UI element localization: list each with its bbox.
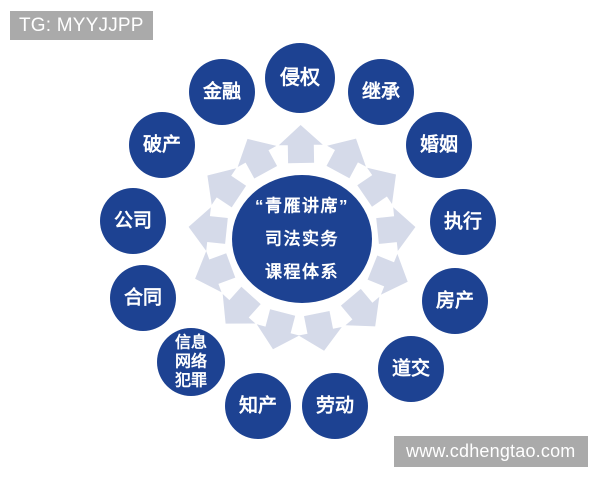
node-circle[interactable]: [348, 59, 414, 125]
node-label: 犯罪: [174, 371, 207, 390]
arrow-to-hetong: [195, 251, 236, 293]
arrow-to-gongsi: [188, 207, 228, 251]
node-laodong[interactable]: 劳动: [302, 373, 368, 439]
node-label: 网络: [175, 352, 207, 371]
node-circle[interactable]: [110, 265, 176, 331]
node-circle[interactable]: [265, 43, 335, 113]
node-circle[interactable]: [129, 112, 195, 178]
arrow-to-pochan: [207, 168, 247, 208]
node-label: 劳动: [316, 394, 354, 417]
node-label: 公司: [114, 210, 152, 232]
node-label: 信息: [175, 333, 207, 352]
node-circle[interactable]: [189, 59, 255, 125]
node-circle[interactable]: [430, 189, 496, 255]
center-circle[interactable]: [232, 175, 372, 303]
node-hunyin[interactable]: 婚姻: [406, 112, 472, 178]
arrow-to-hunyin: [357, 167, 396, 207]
arrow-to-xinxi: [222, 286, 261, 324]
node-label: 金融: [202, 80, 241, 103]
arrow-to-zhichan: [256, 309, 300, 350]
node-label: 破产: [143, 133, 181, 156]
node-daojiao[interactable]: 道交: [378, 336, 444, 402]
node-jinrong[interactable]: 金融: [189, 59, 255, 125]
node-label: 婚姻: [420, 133, 458, 156]
node-zhichan[interactable]: 知产: [225, 373, 291, 439]
center-line-3: 课程体系: [265, 262, 339, 282]
node-gongsi[interactable]: 公司: [100, 188, 166, 254]
node-fangchan[interactable]: 房产: [422, 268, 488, 334]
arrow-to-qinquan: [278, 125, 323, 164]
arrow-layer: [188, 125, 416, 351]
node-qinquan[interactable]: 侵权: [265, 43, 335, 113]
node-label: 道交: [392, 357, 430, 380]
node-circle[interactable]: [422, 268, 488, 334]
arrow-to-zhixing: [376, 207, 416, 251]
arrow-to-jinrong: [237, 138, 278, 179]
node-zhixing[interactable]: 执行: [430, 189, 496, 255]
node-circle[interactable]: [100, 188, 166, 254]
arrow-to-laodong: [298, 311, 342, 351]
watermark-website: www.cdhengtao.com: [394, 436, 588, 467]
node-label: 合同: [124, 286, 162, 309]
node-label: 继承: [362, 80, 400, 103]
node-circle[interactable]: [225, 373, 291, 439]
node-label: 房产: [436, 289, 474, 312]
node-label: 侵权: [279, 65, 321, 89]
arrow-to-fangchan: [367, 253, 408, 295]
center-line-1: “青雁讲席”: [255, 196, 349, 216]
node-jicheng[interactable]: 继承: [348, 59, 414, 125]
watermark-telegram: TG: MYYJJPP: [10, 11, 153, 40]
node-label: 执行: [444, 210, 482, 233]
node-circle[interactable]: [378, 336, 444, 402]
node-pochan[interactable]: 破产: [129, 112, 195, 178]
arrow-to-daojiao: [340, 288, 380, 327]
node-hetong[interactable]: 合同: [110, 265, 176, 331]
center-line-2: 司法实务: [265, 229, 339, 249]
arrow-to-jicheng: [326, 138, 366, 179]
node-circle[interactable]: [302, 373, 368, 439]
node-circle[interactable]: [406, 112, 472, 178]
node-label: 知产: [239, 394, 277, 417]
node-circle[interactable]: [157, 328, 225, 396]
